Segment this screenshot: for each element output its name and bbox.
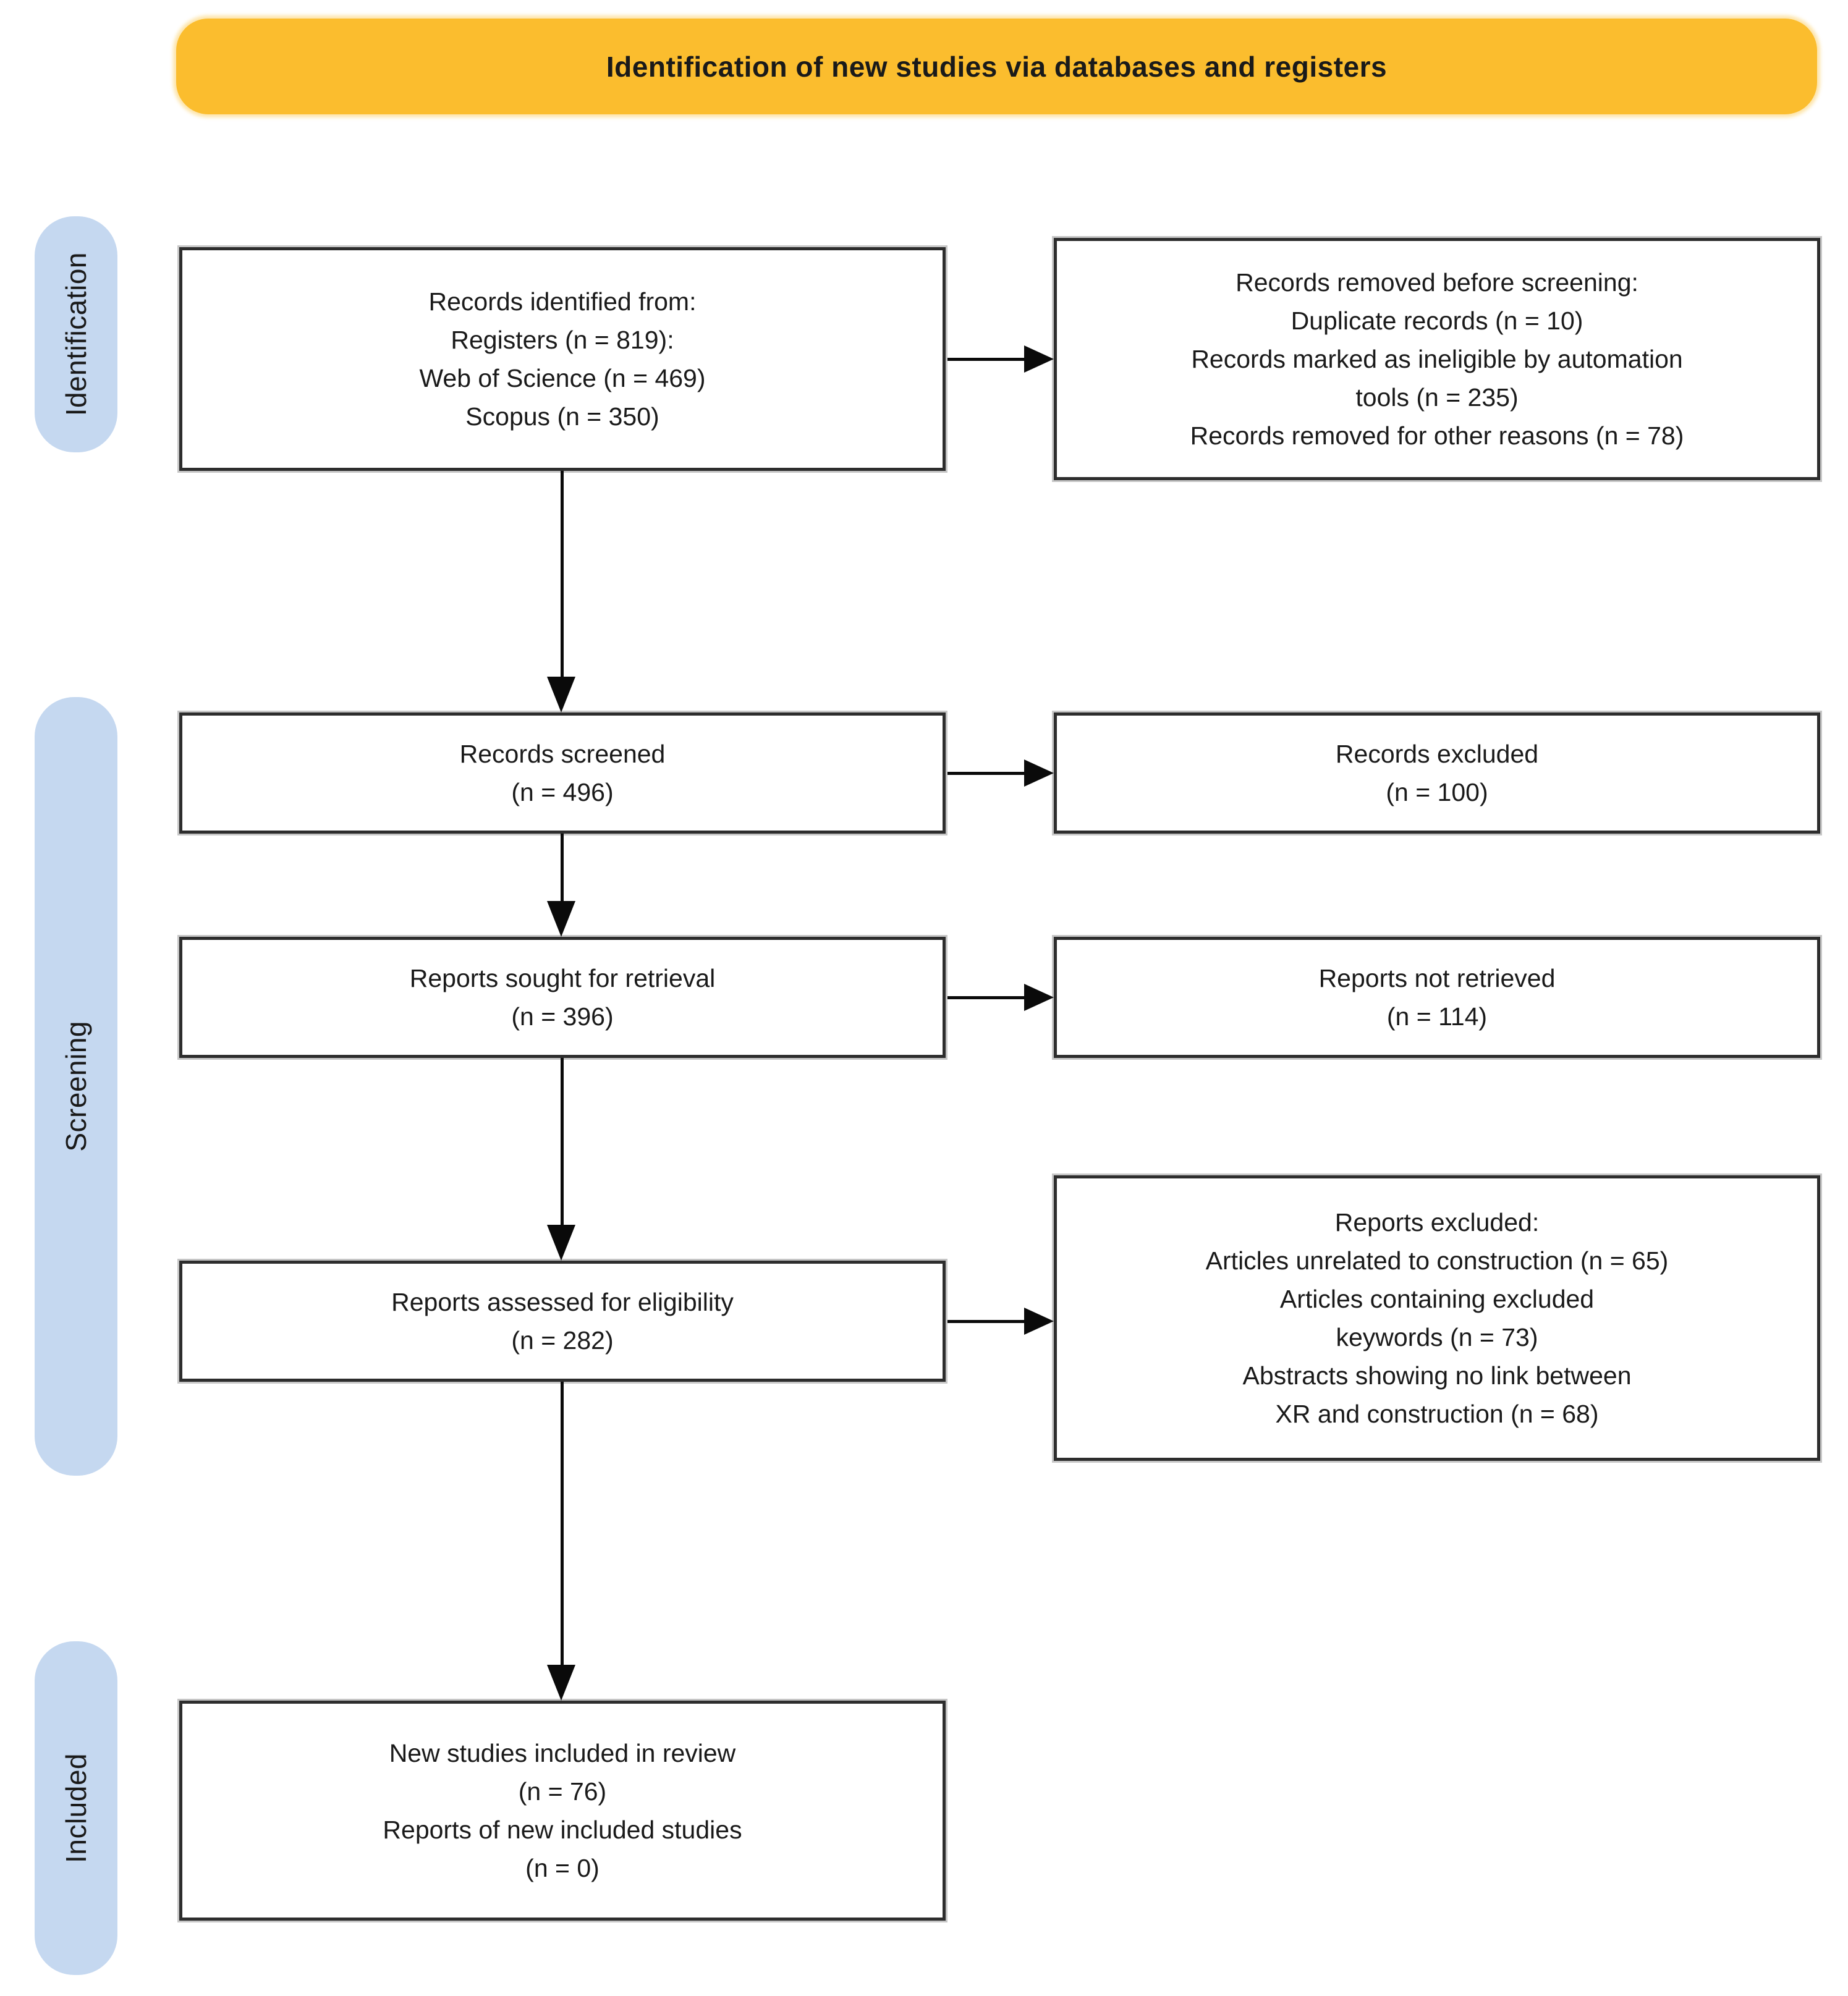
arrow-head-down-icon <box>547 1665 575 1701</box>
arrow-head-right-icon <box>1024 759 1054 787</box>
text-line: Duplicate records (n = 10) <box>1291 307 1583 335</box>
arrow-line <box>947 1320 1024 1323</box>
stage-label-included: Included <box>60 1753 92 1863</box>
arrow-head-down-icon <box>547 677 575 713</box>
text-line: Reports assessed for eligibility <box>391 1288 734 1316</box>
text-line: Reports sought for retrieval <box>409 964 716 992</box>
arrow-head-down-icon <box>547 901 575 937</box>
text-line: Articles unrelated to construction (n = … <box>1205 1246 1669 1275</box>
text-line: Reports excluded: <box>1334 1208 1540 1237</box>
arrow-head-right-icon <box>1024 1308 1054 1335</box>
text-line: (n = 496) <box>511 778 614 806</box>
arrow-head-right-icon <box>1024 345 1054 373</box>
text-line: New studies included in review <box>389 1739 736 1767</box>
text-line: Records screened <box>459 740 666 768</box>
text-line: keywords (n = 73) <box>1336 1323 1538 1351</box>
text-line: (n = 76) <box>518 1777 607 1806</box>
box-new-studies-included: New studies included in review (n = 76) … <box>179 1701 946 1921</box>
text-line: Articles containing excluded <box>1279 1285 1595 1313</box>
arrow-head-down-icon <box>547 1225 575 1261</box>
arrow-head-right-icon <box>1024 984 1054 1011</box>
text-line: XR and construction (n = 68) <box>1275 1400 1599 1428</box>
arrow-line <box>561 1382 564 1667</box>
arrow-line <box>947 772 1024 775</box>
stage-pill-included: Included <box>35 1641 117 1975</box>
text-line: Registers (n = 819): <box>451 326 674 354</box>
banner-label: Identification of new studies via databa… <box>606 50 1388 83</box>
text-line: Web of Science (n = 469) <box>419 364 706 392</box>
banner: Identification of new studies via databa… <box>176 19 1817 114</box>
box-records-excluded: Records excluded (n = 100) <box>1054 713 1820 834</box>
text-line: Records removed before screening: <box>1236 268 1638 297</box>
arrow-line <box>947 358 1024 361</box>
text-line: Records marked as ineligible by automati… <box>1191 345 1683 373</box>
box-reports-not-retrieved: Reports not retrieved (n = 114) <box>1054 937 1820 1058</box>
text-line: (n = 114) <box>1386 1002 1488 1031</box>
stage-pill-screening: Screening <box>35 697 117 1476</box>
box-reports-excluded: Reports excluded: Articles unrelated to … <box>1054 1175 1820 1461</box>
arrow-line <box>561 834 564 903</box>
stage-label-identification: Identification <box>60 252 92 417</box>
stage-pill-identification: Identification <box>35 216 117 452</box>
stage-label-screening: Screening <box>60 1021 92 1152</box>
text-line: Records excluded <box>1335 740 1539 768</box>
text-line: Abstracts showing no link between <box>1242 1361 1632 1390</box>
text-line: Reports of new included studies <box>383 1816 742 1844</box>
arrow-line <box>561 471 564 681</box>
text-line: (n = 0) <box>525 1854 600 1882</box>
text-line: Scopus (n = 350) <box>465 402 659 431</box>
text-line: Records removed for other reasons (n = 7… <box>1190 421 1684 450</box>
arrow-line <box>561 1058 564 1227</box>
box-reports-sought: Reports sought for retrieval (n = 396) <box>179 937 946 1058</box>
arrow-line <box>947 996 1024 999</box>
text-line: tools (n = 235) <box>1355 383 1519 412</box>
text-line: (n = 100) <box>1386 778 1488 806</box>
text-line: (n = 396) <box>511 1002 614 1031</box>
box-records-identified: Records identified from: Registers (n = … <box>179 247 946 471</box>
text-line: (n = 282) <box>511 1326 614 1355</box>
box-reports-assessed: Reports assessed for eligibility (n = 28… <box>179 1261 946 1382</box>
box-records-removed: Records removed before screening: Duplic… <box>1054 238 1820 480</box>
text-line: Records identified from: <box>428 287 697 316</box>
text-line: Reports not retrieved <box>1318 964 1556 992</box>
box-records-screened: Records screened (n = 496) <box>179 713 946 834</box>
